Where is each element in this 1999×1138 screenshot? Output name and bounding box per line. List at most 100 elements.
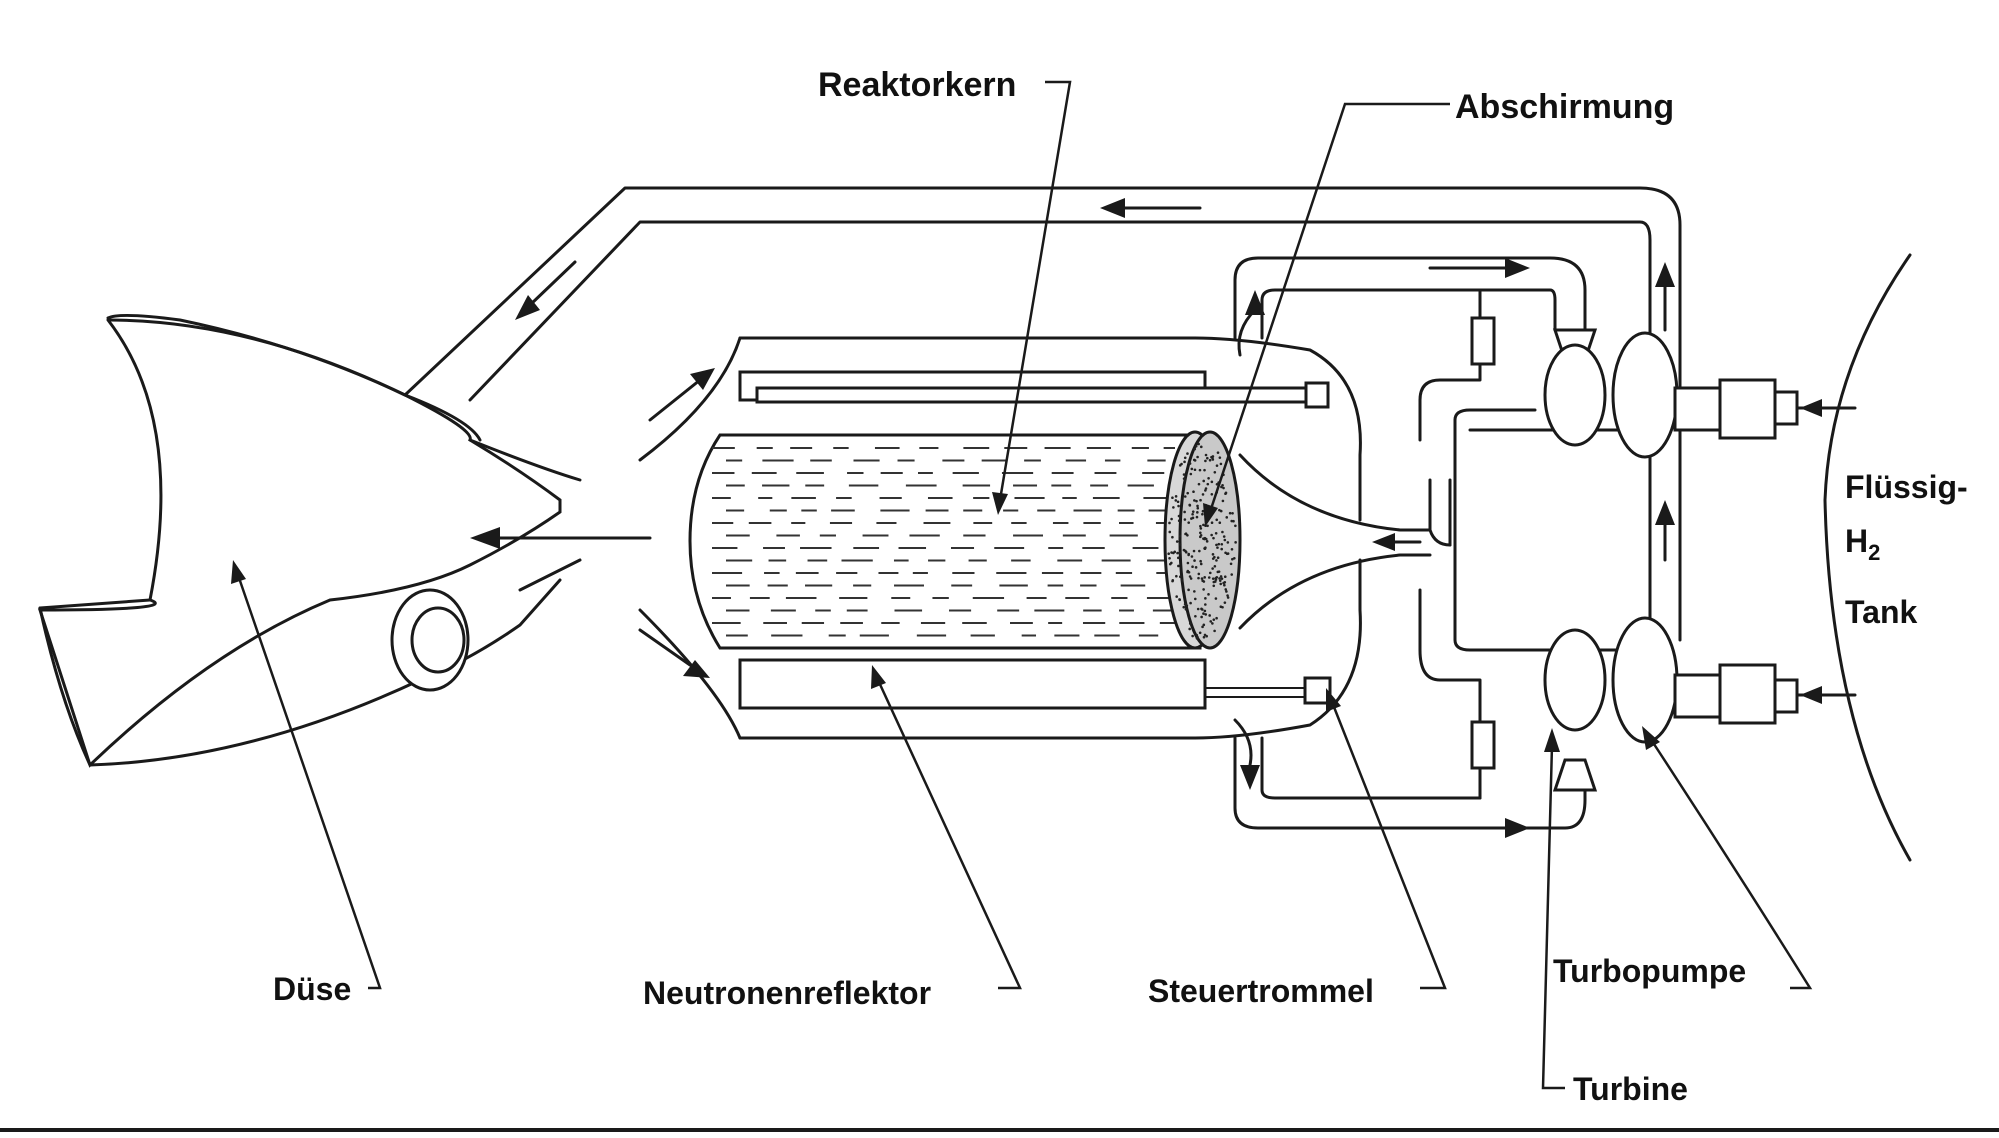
shield-dot [1224,491,1228,495]
shield-dot [1202,588,1205,591]
shield-dot [1220,485,1223,489]
shield-dot [1196,455,1199,459]
shield-dot [1193,459,1197,462]
shield-dot [1198,468,1202,472]
shield-dot [1215,559,1218,562]
shield-dot [1194,444,1198,448]
shield-dot [1218,508,1221,512]
shield-dot [1199,531,1202,535]
shield-dot [1199,524,1202,528]
shield-dot [1193,559,1196,562]
shield-dot [1204,487,1208,490]
shield-dot [1216,451,1220,454]
label-duese: Düse [273,971,351,1007]
shield-dot [1204,603,1207,606]
shield-dot [1206,524,1209,528]
shield-dot [1202,635,1206,639]
shield-dot [1168,557,1171,560]
shield-dot [1211,622,1214,625]
shield-dot [1218,521,1222,525]
shield-dot [1214,576,1218,580]
core-fuel-elements [712,447,1175,637]
shield-dot [1173,550,1177,554]
shield-dot [1228,511,1232,515]
shield-dot [1177,504,1180,508]
shield-dot [1186,452,1189,455]
shield-dot [1214,532,1218,535]
shield-dot [1188,503,1191,507]
shield-dot [1183,518,1187,521]
shield-dot [1170,551,1173,554]
shield-dot [1171,535,1174,539]
shield-dot [1211,456,1214,460]
shield-dot [1200,615,1203,619]
shield-dot [1175,574,1178,578]
shield-dot [1178,551,1182,555]
shield-dot [1201,509,1205,513]
shield-dot [1191,516,1195,520]
shield-dot [1188,622,1192,625]
shield-dot [1204,453,1208,457]
shield-dot [1201,512,1204,516]
inlet-plenum [1238,453,1452,630]
shield-dot [1178,598,1182,602]
shield-dot [1184,550,1188,554]
shield-dot [1226,552,1230,555]
shield-dot [1211,553,1215,556]
shield-dot [1216,546,1219,549]
shield-dot [1212,536,1215,540]
shield-dot [1218,579,1222,582]
shield-dot [1201,608,1204,611]
shield-dot [1182,548,1186,552]
shield-dot [1188,627,1191,631]
shield-dot [1197,576,1200,580]
shield-dot [1187,521,1191,524]
shield-dot [1168,521,1171,525]
shield-dot [1219,575,1223,578]
shield-dot [1182,477,1186,480]
shield-dot [1233,557,1236,560]
shield-dot [1202,523,1205,527]
shield-dot [1220,547,1224,551]
shield-dot [1194,566,1198,569]
shield-dot [1206,482,1210,486]
turbopump-lower [1543,616,1799,792]
shield-dot [1213,629,1216,633]
shield-dot [1189,577,1193,580]
shield-dot [1234,524,1237,528]
shield-dot [1207,593,1210,596]
label-neutronenreflektor: Neutronenreflektor [643,975,931,1011]
shield-dot [1215,518,1219,522]
shield-dot [1193,590,1196,593]
shield-dot [1182,473,1186,476]
shield-dot [1168,562,1172,566]
shield-dot [1226,594,1229,597]
shield-dot [1175,595,1178,598]
shield-dot [1177,556,1180,560]
shield-dot [1183,602,1187,606]
shield-dot [1230,573,1234,576]
shield-dot [1221,499,1225,503]
shield-dot [1210,480,1214,484]
shield-dot [1170,517,1173,521]
label-turbopumpe: Turbopumpe [1553,953,1746,989]
label-turbine: Turbine [1573,1071,1688,1107]
shield-dot [1178,534,1182,538]
shield-dot [1223,580,1227,584]
shield [1163,430,1242,650]
shield-dot [1201,625,1204,629]
shield-dot [1195,637,1199,640]
shield-dot [1211,567,1214,570]
shield-dot [1174,499,1178,502]
shield-dot [1210,492,1214,496]
shield-dot [1193,468,1197,472]
shield-dot [1222,486,1225,490]
shield-dot [1220,577,1224,580]
shield-dot [1213,564,1217,568]
shield-dot [1180,578,1184,582]
label-steuertrommel: Steuertrommel [1148,973,1374,1009]
turbopump-upper [1543,328,1799,459]
shield-dot [1202,612,1205,615]
shield-dot [1215,482,1219,486]
